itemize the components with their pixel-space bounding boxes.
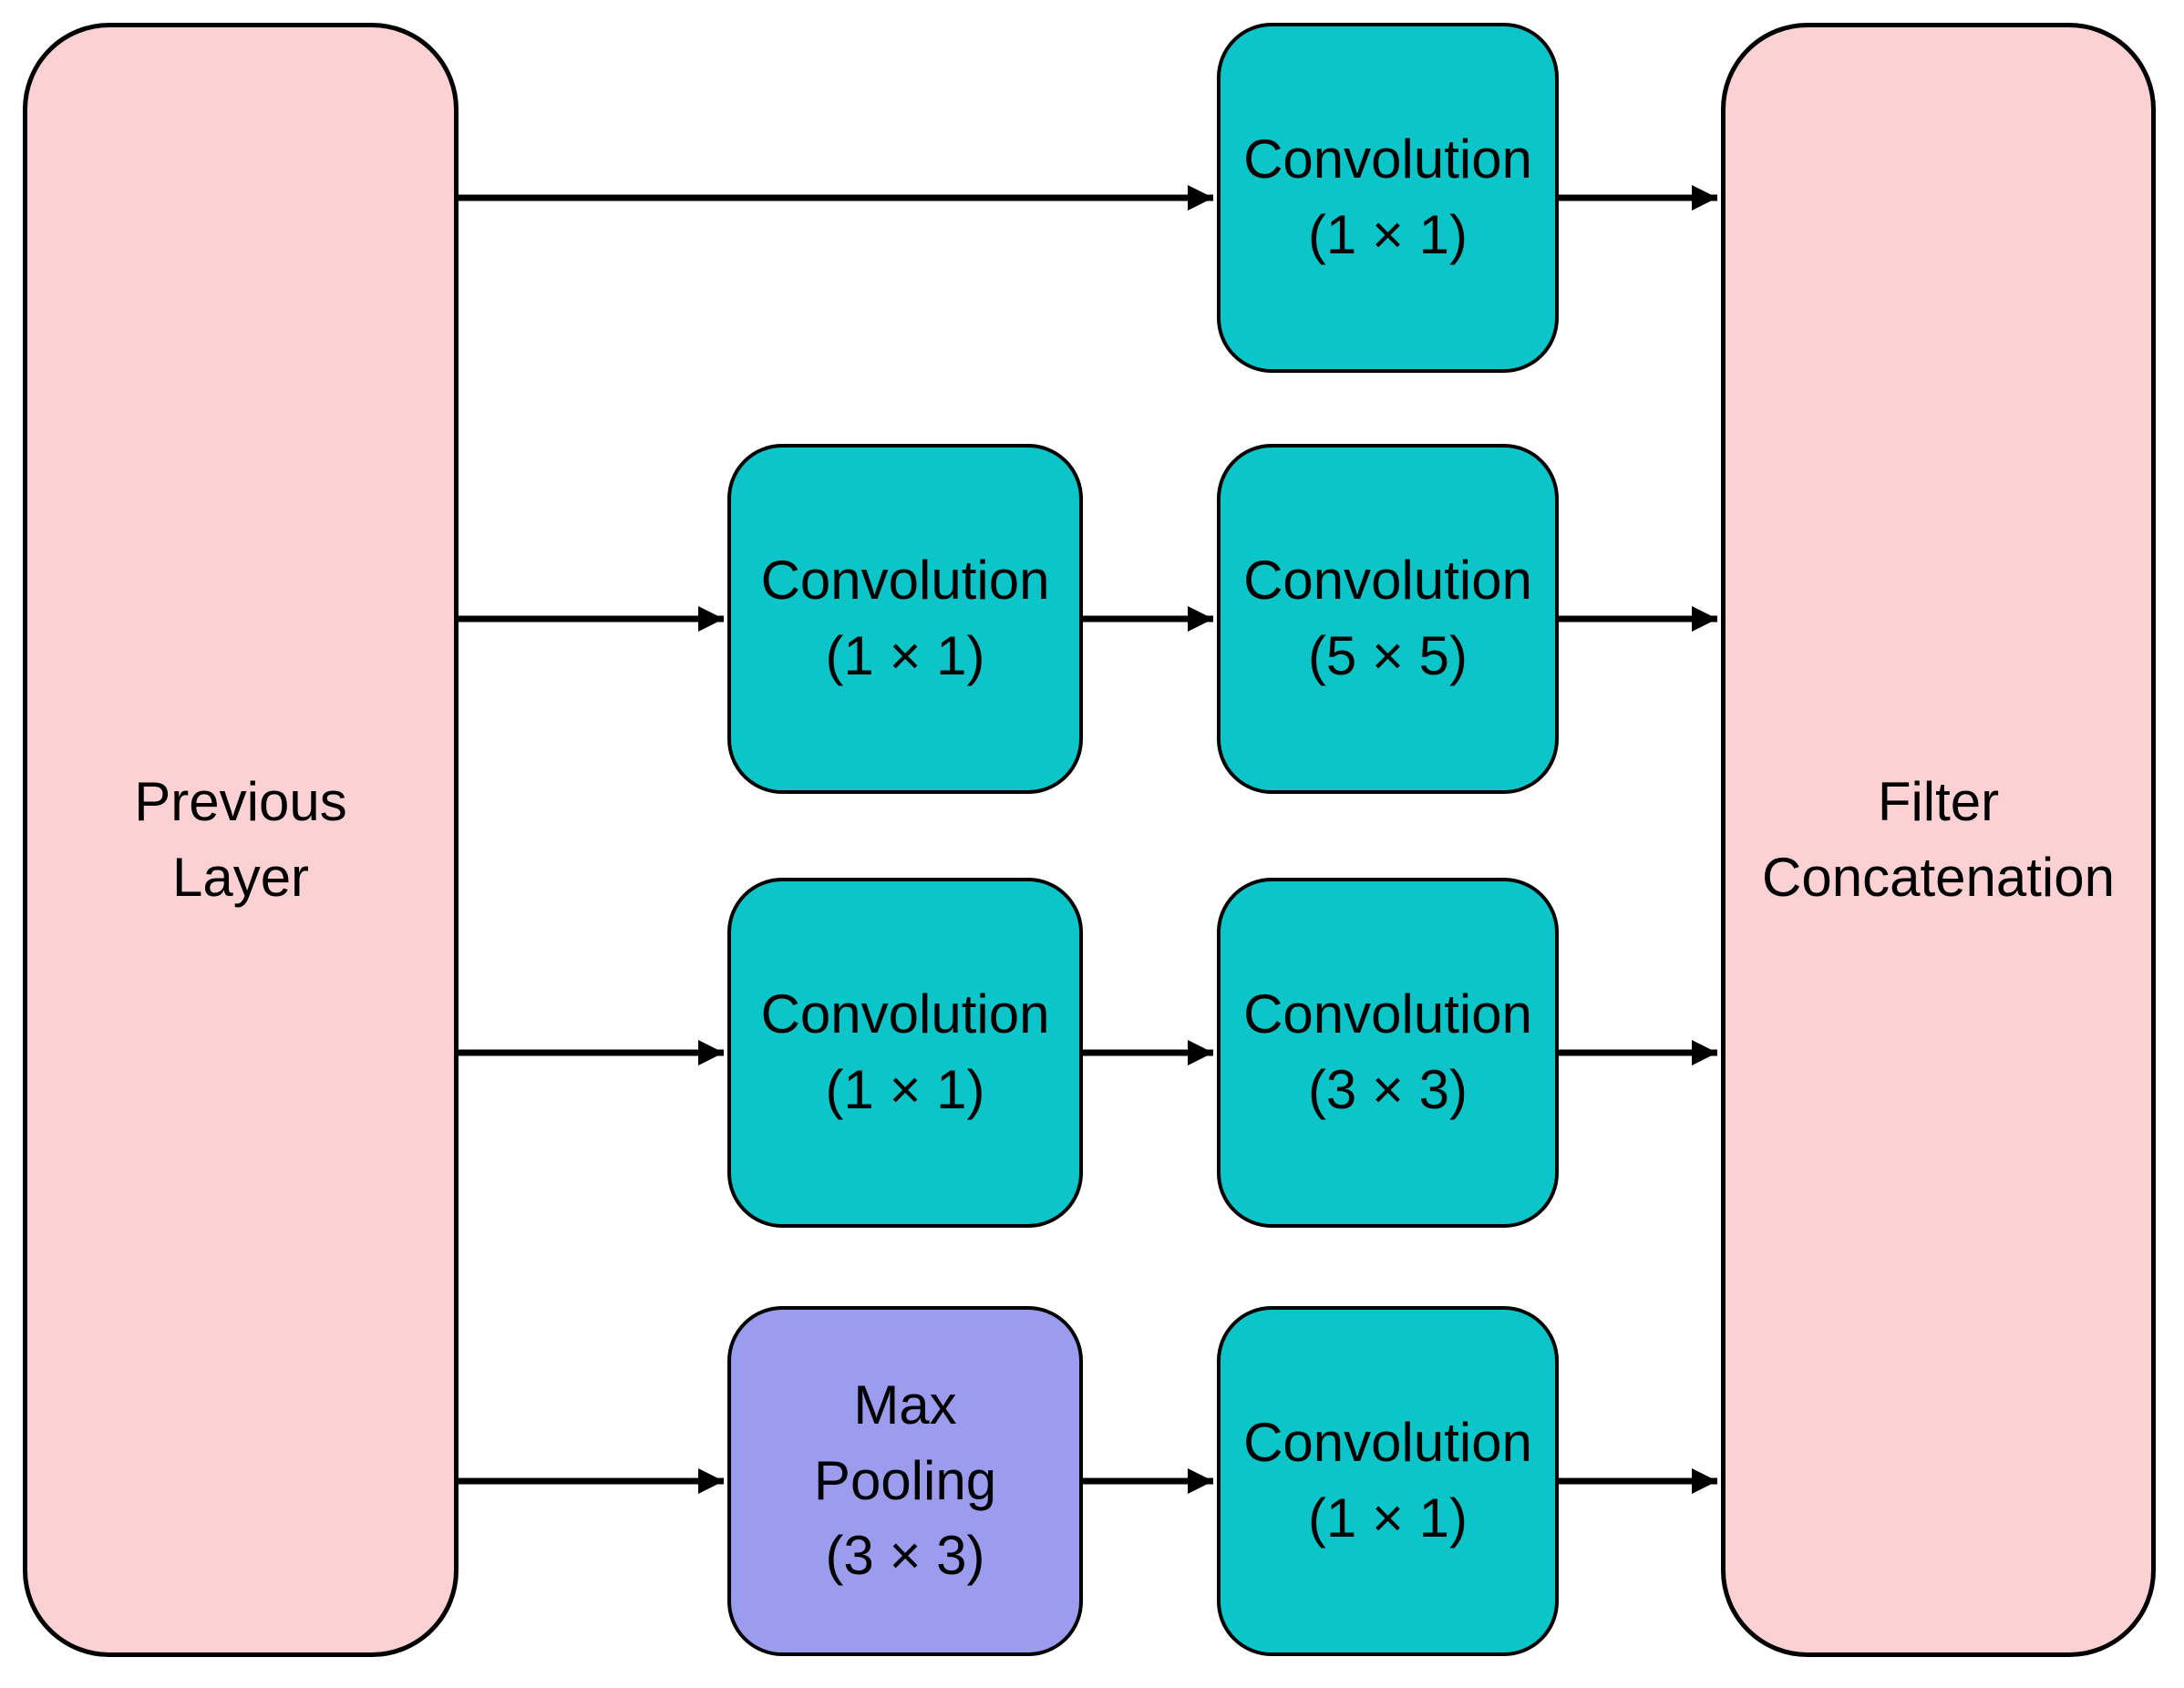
filter-concatenation-node: Filter Concatenation (1721, 23, 2156, 1657)
branch2-conv1x1-label-line1: Convolution (760, 550, 1050, 612)
branch3-conv3x3-label-line2: (3 × 3) (1307, 1059, 1468, 1120)
previous-layer-label-line2: Layer (171, 846, 310, 908)
branch1-conv-label-line2: (1 × 1) (1307, 204, 1468, 265)
branch4-maxpool-label-line1: Max (853, 1374, 957, 1436)
branch4-convolution-1x1-node: Convolution (1 × 1) (1217, 1306, 1559, 1656)
branch4-max-pooling-3x3-node: Max Pooling (3 × 3) (727, 1306, 1083, 1656)
branch2-convolution-1x1-node: Convolution (1 × 1) (727, 444, 1083, 794)
branch3-convolution-3x3-node: Convolution (3 × 3) (1217, 878, 1559, 1228)
filter-concatenation-label-line2: Concatenation (1762, 846, 2115, 908)
branch1-conv-label-line1: Convolution (1243, 129, 1532, 190)
branch3-conv3x3-label-line1: Convolution (1243, 983, 1532, 1045)
branch4-maxpool-label-line3: (3 × 3) (825, 1525, 985, 1587)
filter-concatenation-label-line1: Filter (1877, 770, 2000, 832)
branch2-convolution-5x5-node: Convolution (5 × 5) (1217, 444, 1559, 794)
bran3-conv1x1-label-line2: (1 × 1) (825, 1059, 985, 1120)
branch2-conv5x5-label-line1: Convolution (1243, 550, 1532, 612)
branch3-conv1x1-label-line1: Convolution (760, 983, 1050, 1045)
branch1-convolution-1x1-node: Convolution (1 × 1) (1217, 23, 1559, 373)
branch2-conv1x1-label-line2: (1 × 1) (825, 625, 985, 686)
branch4-conv1x1-label-line1: Convolution (1243, 1412, 1532, 1474)
branch2-conv5x5-label-line2: (5 × 5) (1307, 625, 1468, 686)
previous-layer-node: Previous Layer (23, 23, 458, 1657)
previous-layer-label-line1: Previous (134, 770, 347, 832)
branch4-conv1x1-label-line2: (1 × 1) (1307, 1487, 1468, 1549)
branch4-maxpool-label-line2: Pooling (813, 1449, 997, 1511)
branch3-convolution-1x1-node: Convolution (1 × 1) (727, 878, 1083, 1228)
